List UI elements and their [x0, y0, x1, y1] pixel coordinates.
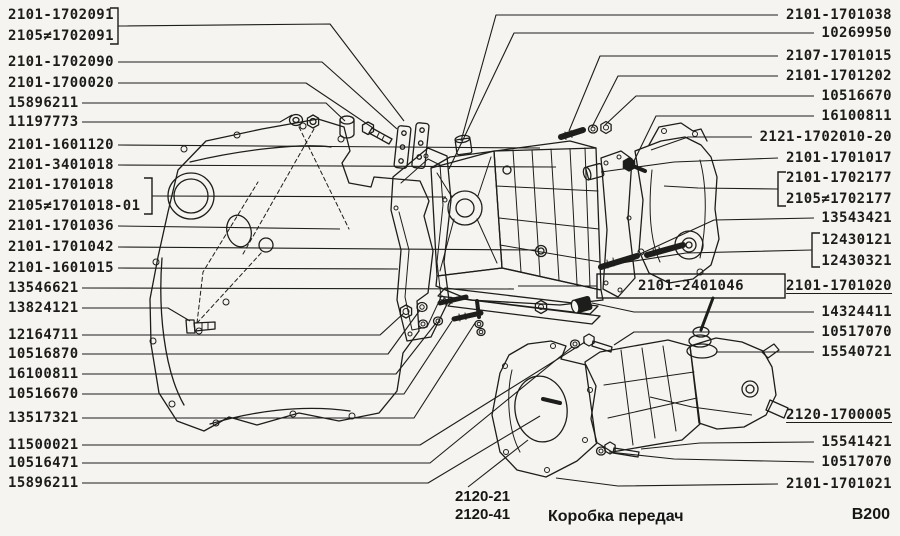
- leader-line: [82, 320, 453, 395]
- part-number-label: 2105≠1702177: [786, 191, 892, 207]
- part-number-label: 12164711: [8, 327, 79, 343]
- part-number-label: 13824121: [8, 300, 79, 316]
- gearbox-case-drawing: [430, 140, 604, 325]
- part-number-label: 15896211: [8, 95, 79, 111]
- leader-line: [633, 115, 814, 162]
- part-number-label: 16100811: [8, 366, 79, 382]
- leader-line: [555, 477, 779, 487]
- part-number-label: 10516471: [8, 455, 79, 471]
- leader-line: [82, 102, 346, 122]
- leader-line: [82, 322, 437, 375]
- fasteners-bottom: [399, 294, 486, 337]
- diagram-title: Коробка передач: [548, 508, 684, 525]
- part-number-label: 10516870: [8, 346, 79, 362]
- leader-line: [601, 249, 813, 267]
- part-number-label: 2101-3401018: [8, 157, 114, 173]
- part-number-label: 2101-1701017: [786, 150, 892, 166]
- part-number-label: 2101-1701021: [786, 476, 892, 492]
- part-number-label: 2101-1601120: [8, 137, 114, 153]
- leader-line: [118, 61, 398, 130]
- leader-line: [650, 136, 752, 151]
- leader-line: [82, 341, 586, 446]
- leader-line: [151, 195, 447, 198]
- leader-line: [604, 95, 814, 126]
- part-number-label: 2101-1700020: [8, 75, 114, 91]
- part-number-label: 2101-1701020: [786, 278, 892, 294]
- leader-line: [82, 307, 191, 322]
- part-number-label: 14324411: [821, 304, 892, 320]
- leader-line: [82, 346, 573, 464]
- leader-line: [608, 451, 815, 463]
- leader-line: [649, 396, 753, 416]
- part-number-label: 11500021: [8, 437, 79, 453]
- leader-line: [82, 322, 476, 419]
- sheet-code: B200: [851, 506, 890, 523]
- part-number-label: 2101-1701036: [8, 218, 114, 234]
- leader-line: [81, 287, 515, 290]
- bracket-marks: [110, 7, 820, 299]
- part-number-label: 2101-1701018: [8, 177, 114, 193]
- leader-line: [117, 144, 541, 149]
- variant-code-1: 2120-21: [455, 488, 511, 505]
- part-number-label: 13546621: [8, 280, 79, 296]
- part-number-label: 2101-1702177: [786, 170, 892, 186]
- leader-line: [467, 439, 529, 488]
- leader-line: [639, 217, 815, 255]
- part-number-label: 12430121: [821, 232, 892, 248]
- part-number-label: 2101-1701038: [786, 7, 892, 23]
- leader-line: [640, 441, 815, 450]
- leader-line: [448, 32, 814, 170]
- clutch-housing-bolt: [185, 319, 216, 334]
- part-number-label: 2101-1701202: [786, 68, 892, 84]
- leader-line: [117, 246, 537, 251]
- leader-line: [591, 75, 778, 128]
- part-number-label: 10516670: [8, 386, 79, 402]
- part-number-label: 2101-2401046: [638, 278, 744, 294]
- part-number-label: 2105≠1702091: [8, 28, 114, 44]
- leader-line: [663, 185, 779, 190]
- variant-code-2: 2120-41: [455, 506, 511, 523]
- part-number-label: 2120-1700005: [786, 407, 892, 423]
- leader-line: [82, 415, 541, 484]
- leader-line: [82, 309, 421, 355]
- part-number-label: 2107-1701015: [786, 48, 892, 64]
- part-number-label: 15896211: [8, 475, 79, 491]
- gearbox-assembly-drawing: [491, 295, 789, 478]
- leader-lines: [81, 14, 815, 488]
- part-number-label: 10517070: [821, 324, 892, 340]
- part-number-label: 10269950: [821, 25, 892, 41]
- leader-line: [82, 312, 405, 336]
- leader-line: [591, 302, 814, 313]
- part-number-label: 10517070: [821, 454, 892, 470]
- part-number-label: 2101-1601015: [8, 260, 114, 276]
- part-number-label: 15540721: [821, 344, 892, 360]
- fasteners-top-left: [288, 113, 430, 169]
- leader-line: [613, 331, 814, 346]
- part-number-label: 13517321: [8, 410, 79, 426]
- leader-line: [460, 14, 778, 142]
- part-number-label: 13543421: [821, 210, 892, 226]
- leader-line: [117, 164, 557, 168]
- part-number-label: 12430321: [821, 253, 892, 269]
- leader-line: [117, 23, 405, 122]
- part-number-label: 2101-1702090: [8, 54, 114, 70]
- leader-line: [117, 267, 399, 270]
- leader-line: [82, 114, 293, 123]
- leader-line: [117, 225, 341, 230]
- part-number-label: 11197773: [8, 114, 79, 130]
- part-number-label: 16100811: [821, 108, 892, 124]
- part-number-label: 2101-1702091: [8, 7, 114, 23]
- leader-line: [600, 157, 779, 173]
- part-number-label: 2101-1701042: [8, 239, 114, 255]
- fasteners-top-right: [454, 120, 647, 181]
- part-number-label: 15541421: [821, 434, 892, 450]
- leader-line: [118, 82, 374, 129]
- leader-line: [568, 55, 778, 132]
- part-number-label: 10516670: [821, 88, 892, 104]
- part-number-label: 2121-1702010-20: [759, 129, 892, 145]
- rear-cover-gasket-drawing: [600, 150, 636, 298]
- part-number-label: 2105≠1701018-01: [8, 198, 141, 214]
